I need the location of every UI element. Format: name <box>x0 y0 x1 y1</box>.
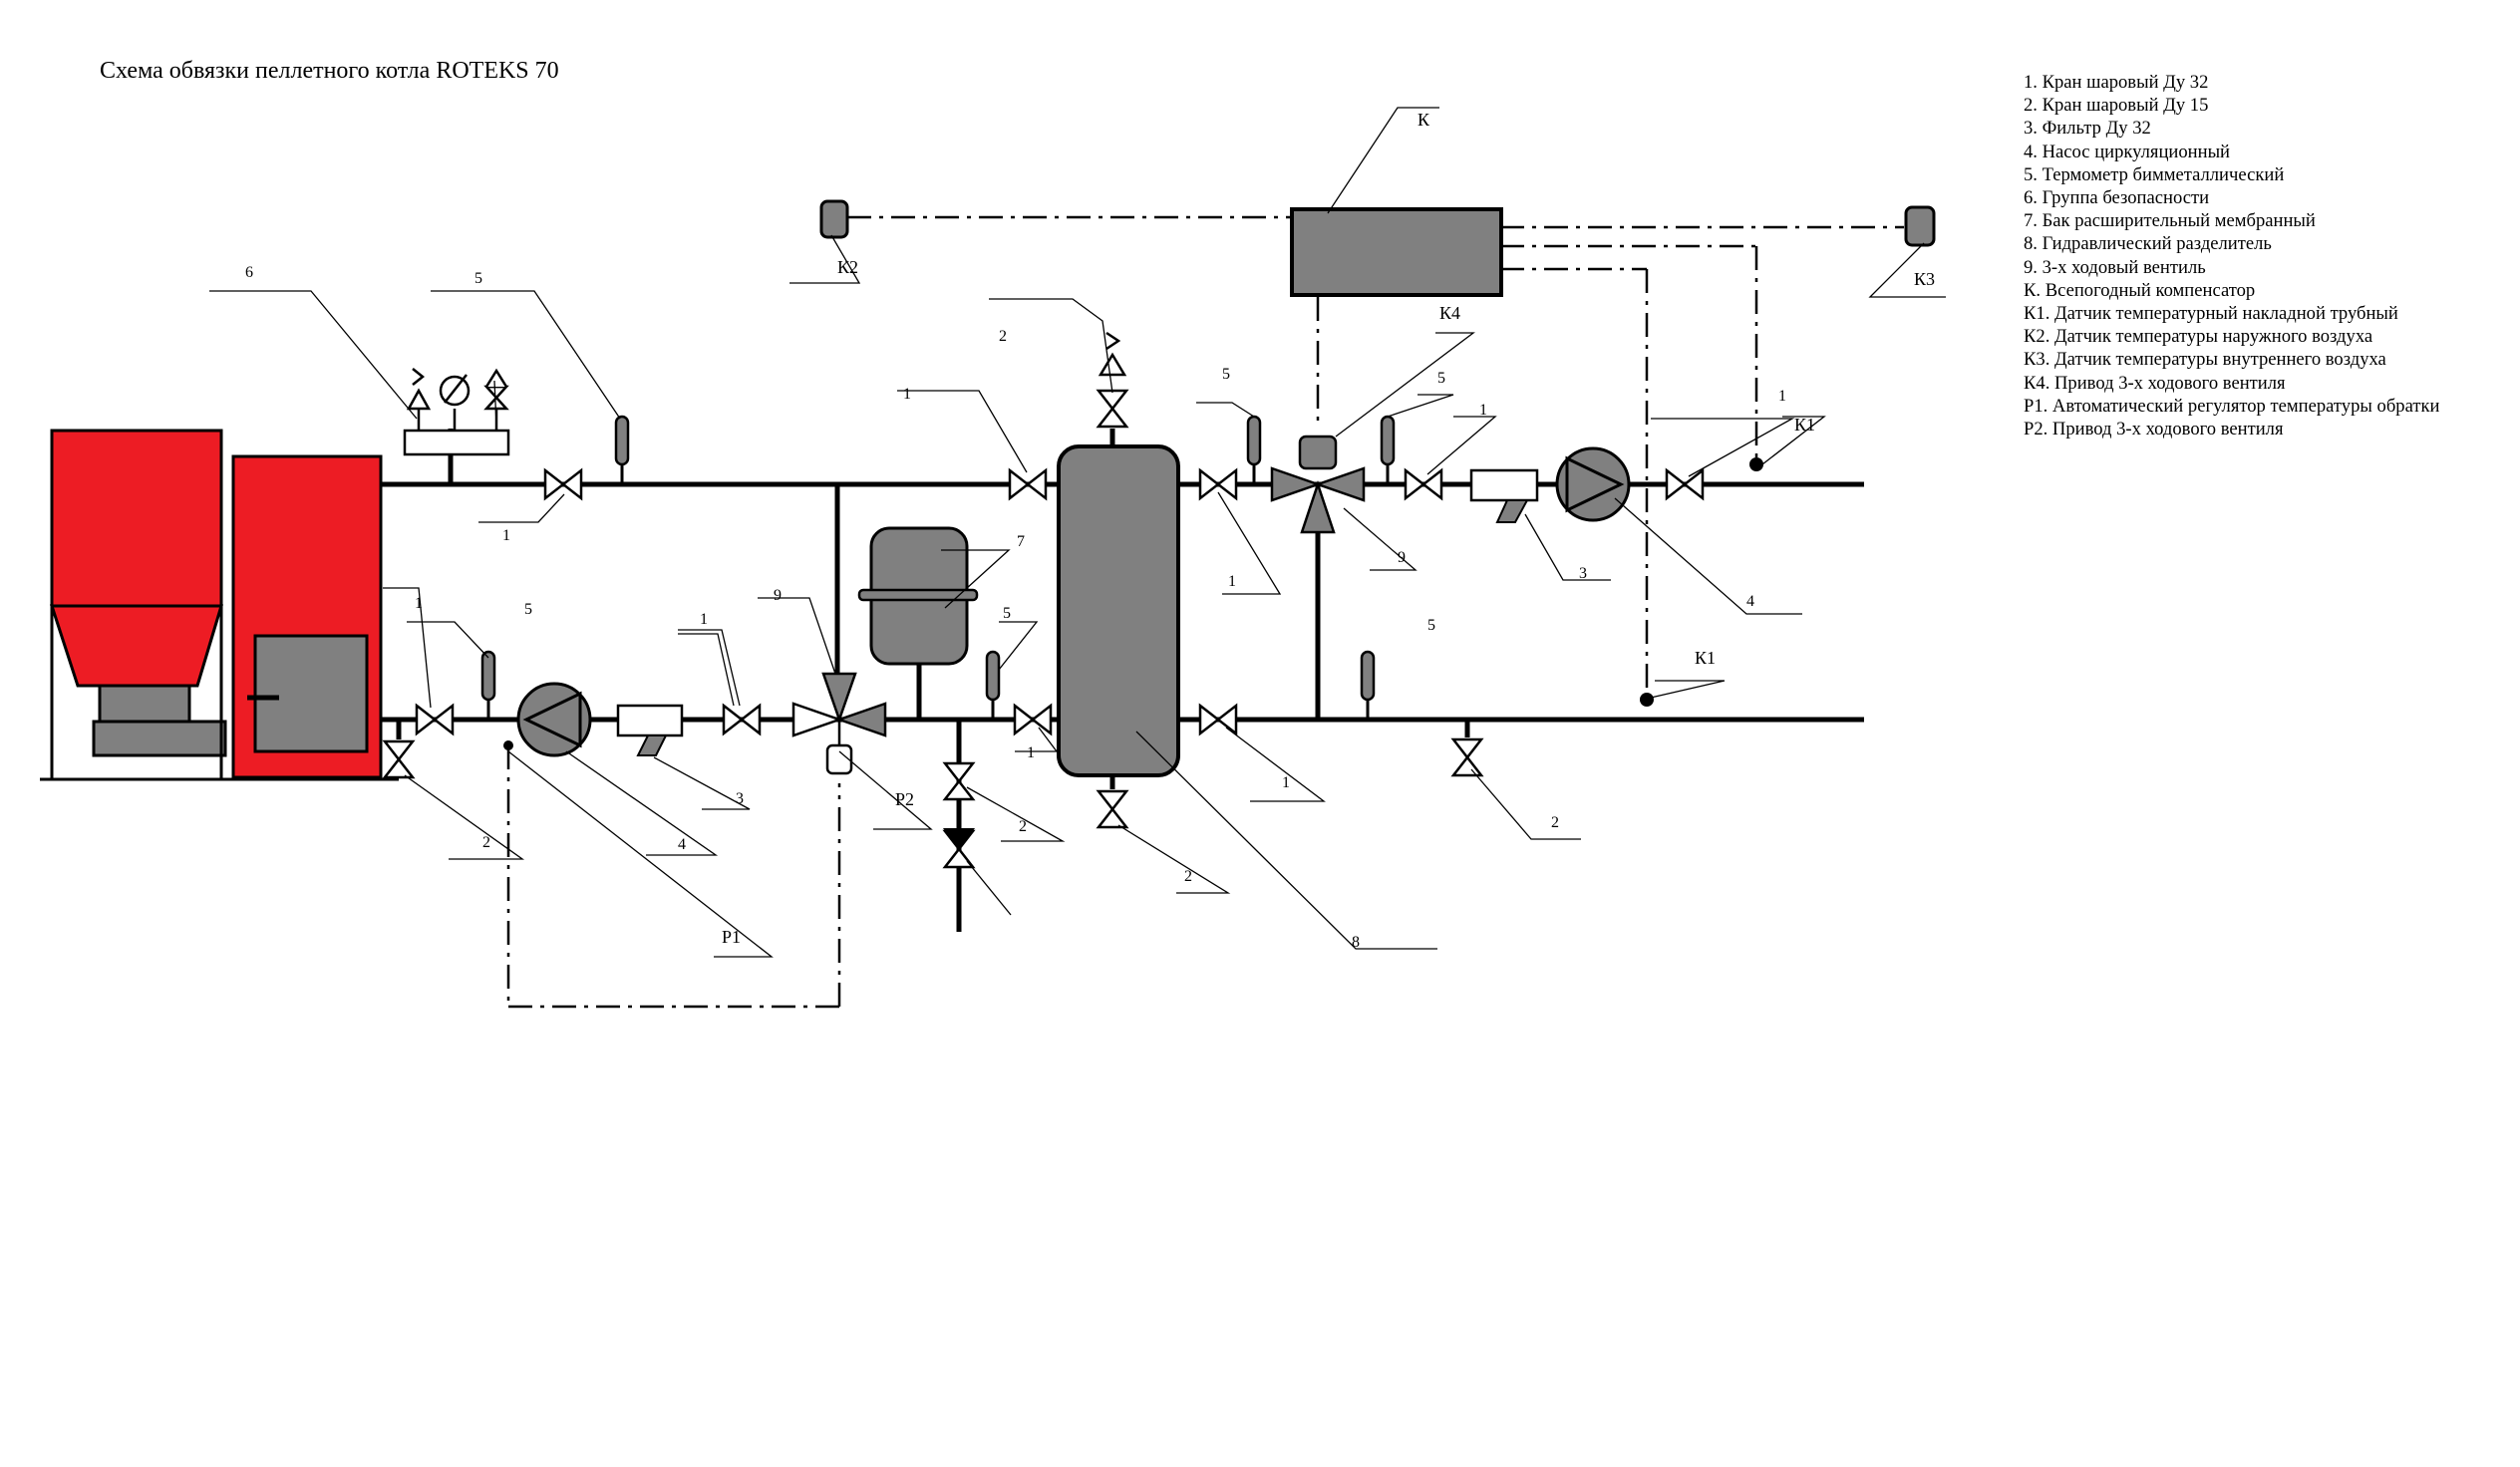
legend-item: Р1. Автоматический регулятор температуры… <box>2024 395 2440 417</box>
circulation-pump-supply <box>1555 446 1631 522</box>
callout-P1: Р1 <box>722 927 741 947</box>
sensor-k3 <box>1904 205 1936 247</box>
callout-2: 2 <box>1551 814 1559 831</box>
callout-5: 5 <box>1427 617 1435 634</box>
callout-1: 1 <box>1778 388 1786 405</box>
callout-K1: К1 <box>1794 415 1815 435</box>
callout-2: 2 <box>999 328 1007 345</box>
legend: 1. Кран шаровый Ду 32 2. Кран шаровый Ду… <box>2024 71 2439 440</box>
callout-9: 9 <box>774 587 782 604</box>
callout-8: 8 <box>1352 934 1360 951</box>
sensor-k2 <box>819 199 849 239</box>
weather-compensator <box>1290 207 1503 297</box>
callout-1: 1 <box>1479 402 1487 419</box>
legend-item: К2. Датчик температуры наружного воздуха <box>2024 326 2373 348</box>
callout-K2: К2 <box>837 257 858 277</box>
callout-5: 5 <box>1222 366 1230 383</box>
callout-4: 4 <box>1746 593 1754 610</box>
sensor-k1 <box>1640 457 1763 707</box>
callout-2: 2 <box>1184 868 1192 885</box>
legend-item: К3. Датчик температуры внутреннего возду… <box>2024 349 2386 371</box>
legend-item: 7. Бак расширительный мембранный <box>2024 210 2316 232</box>
callout-2: 2 <box>482 834 490 851</box>
filter-return <box>616 704 684 756</box>
callout-1: 1 <box>415 595 423 612</box>
hydraulic-separator <box>1057 444 1180 777</box>
legend-item: 5. Термометр бимметаллический <box>2024 163 2285 185</box>
callout-7: 7 <box>1017 533 1025 550</box>
callout-1: 1 <box>1282 774 1290 791</box>
check-valve <box>942 828 976 849</box>
callout-3: 3 <box>736 790 744 807</box>
legend-item: 1. Кран шаровый Ду 32 <box>2024 72 2209 93</box>
callout-1: 1 <box>700 611 708 628</box>
legend-item: К. Всепогодный компенсатор <box>2024 279 2256 301</box>
legend-item: 8. Гидравлический разделитель <box>2024 233 2272 255</box>
legend-item: 6. Группа безопасности <box>2024 187 2210 209</box>
callout-4: 4 <box>678 836 686 853</box>
pellet-boiler <box>231 454 383 779</box>
sensor-p1-point <box>503 740 513 750</box>
pellet-hopper <box>40 429 399 781</box>
three-way-valve-supply <box>1270 435 1366 534</box>
ball-valves <box>383 389 1705 869</box>
callout-5: 5 <box>524 601 532 618</box>
callout-5: 5 <box>474 270 482 287</box>
callout-1: 1 <box>903 386 911 403</box>
callout-K3: К3 <box>1914 269 1935 289</box>
callout-2: 2 <box>1019 818 1027 835</box>
callout-P2: Р2 <box>895 789 914 809</box>
circulation-pump-return <box>516 682 592 757</box>
legend-item: К1. Датчик температурный накладной трубн… <box>2024 303 2398 325</box>
callout-9: 9 <box>1398 549 1406 566</box>
callout-1: 1 <box>1228 573 1236 590</box>
legend-item: 9. 3-х ходовый вентиль <box>2024 256 2206 278</box>
callout-5: 5 <box>1437 370 1445 387</box>
callout-5: 5 <box>1003 605 1011 622</box>
callout-K4: К4 <box>1439 303 1460 323</box>
callout-labels: 6 5 1 2 5 5 1 1 1 1 9 3 4 7 9 1 5 5 1 1 … <box>245 110 1935 951</box>
legend-item: 2. Кран шаровый Ду 15 <box>2024 95 2209 117</box>
callout-1: 1 <box>1027 744 1035 761</box>
legend-item: Р2. Привод 3-х ходового вентиля <box>2024 419 2284 440</box>
diagram-title: Схема обвязки пеллетного котла ROTEKS 70 <box>100 58 559 84</box>
legend-item: К4. Привод 3-х ходового вентиля <box>2024 372 2286 394</box>
thermometers <box>480 415 1396 720</box>
callout-1: 1 <box>502 527 510 544</box>
callout-K: К <box>1418 110 1430 130</box>
callout-6: 6 <box>245 264 253 281</box>
callout-K1: К1 <box>1695 648 1716 668</box>
legend-item: 4. Насос циркуляционный <box>2024 141 2231 162</box>
leader-lines <box>209 107 1946 958</box>
filter-supply <box>1469 468 1539 523</box>
expansion-tank <box>857 526 979 666</box>
legend-item: 3. Фильтр Ду 32 <box>2024 118 2151 140</box>
safety-group <box>403 368 510 456</box>
air-vent-valve <box>1098 331 1127 377</box>
control-lines <box>506 215 1904 1009</box>
callout-3: 3 <box>1579 565 1587 582</box>
three-way-valve-return <box>791 672 887 775</box>
